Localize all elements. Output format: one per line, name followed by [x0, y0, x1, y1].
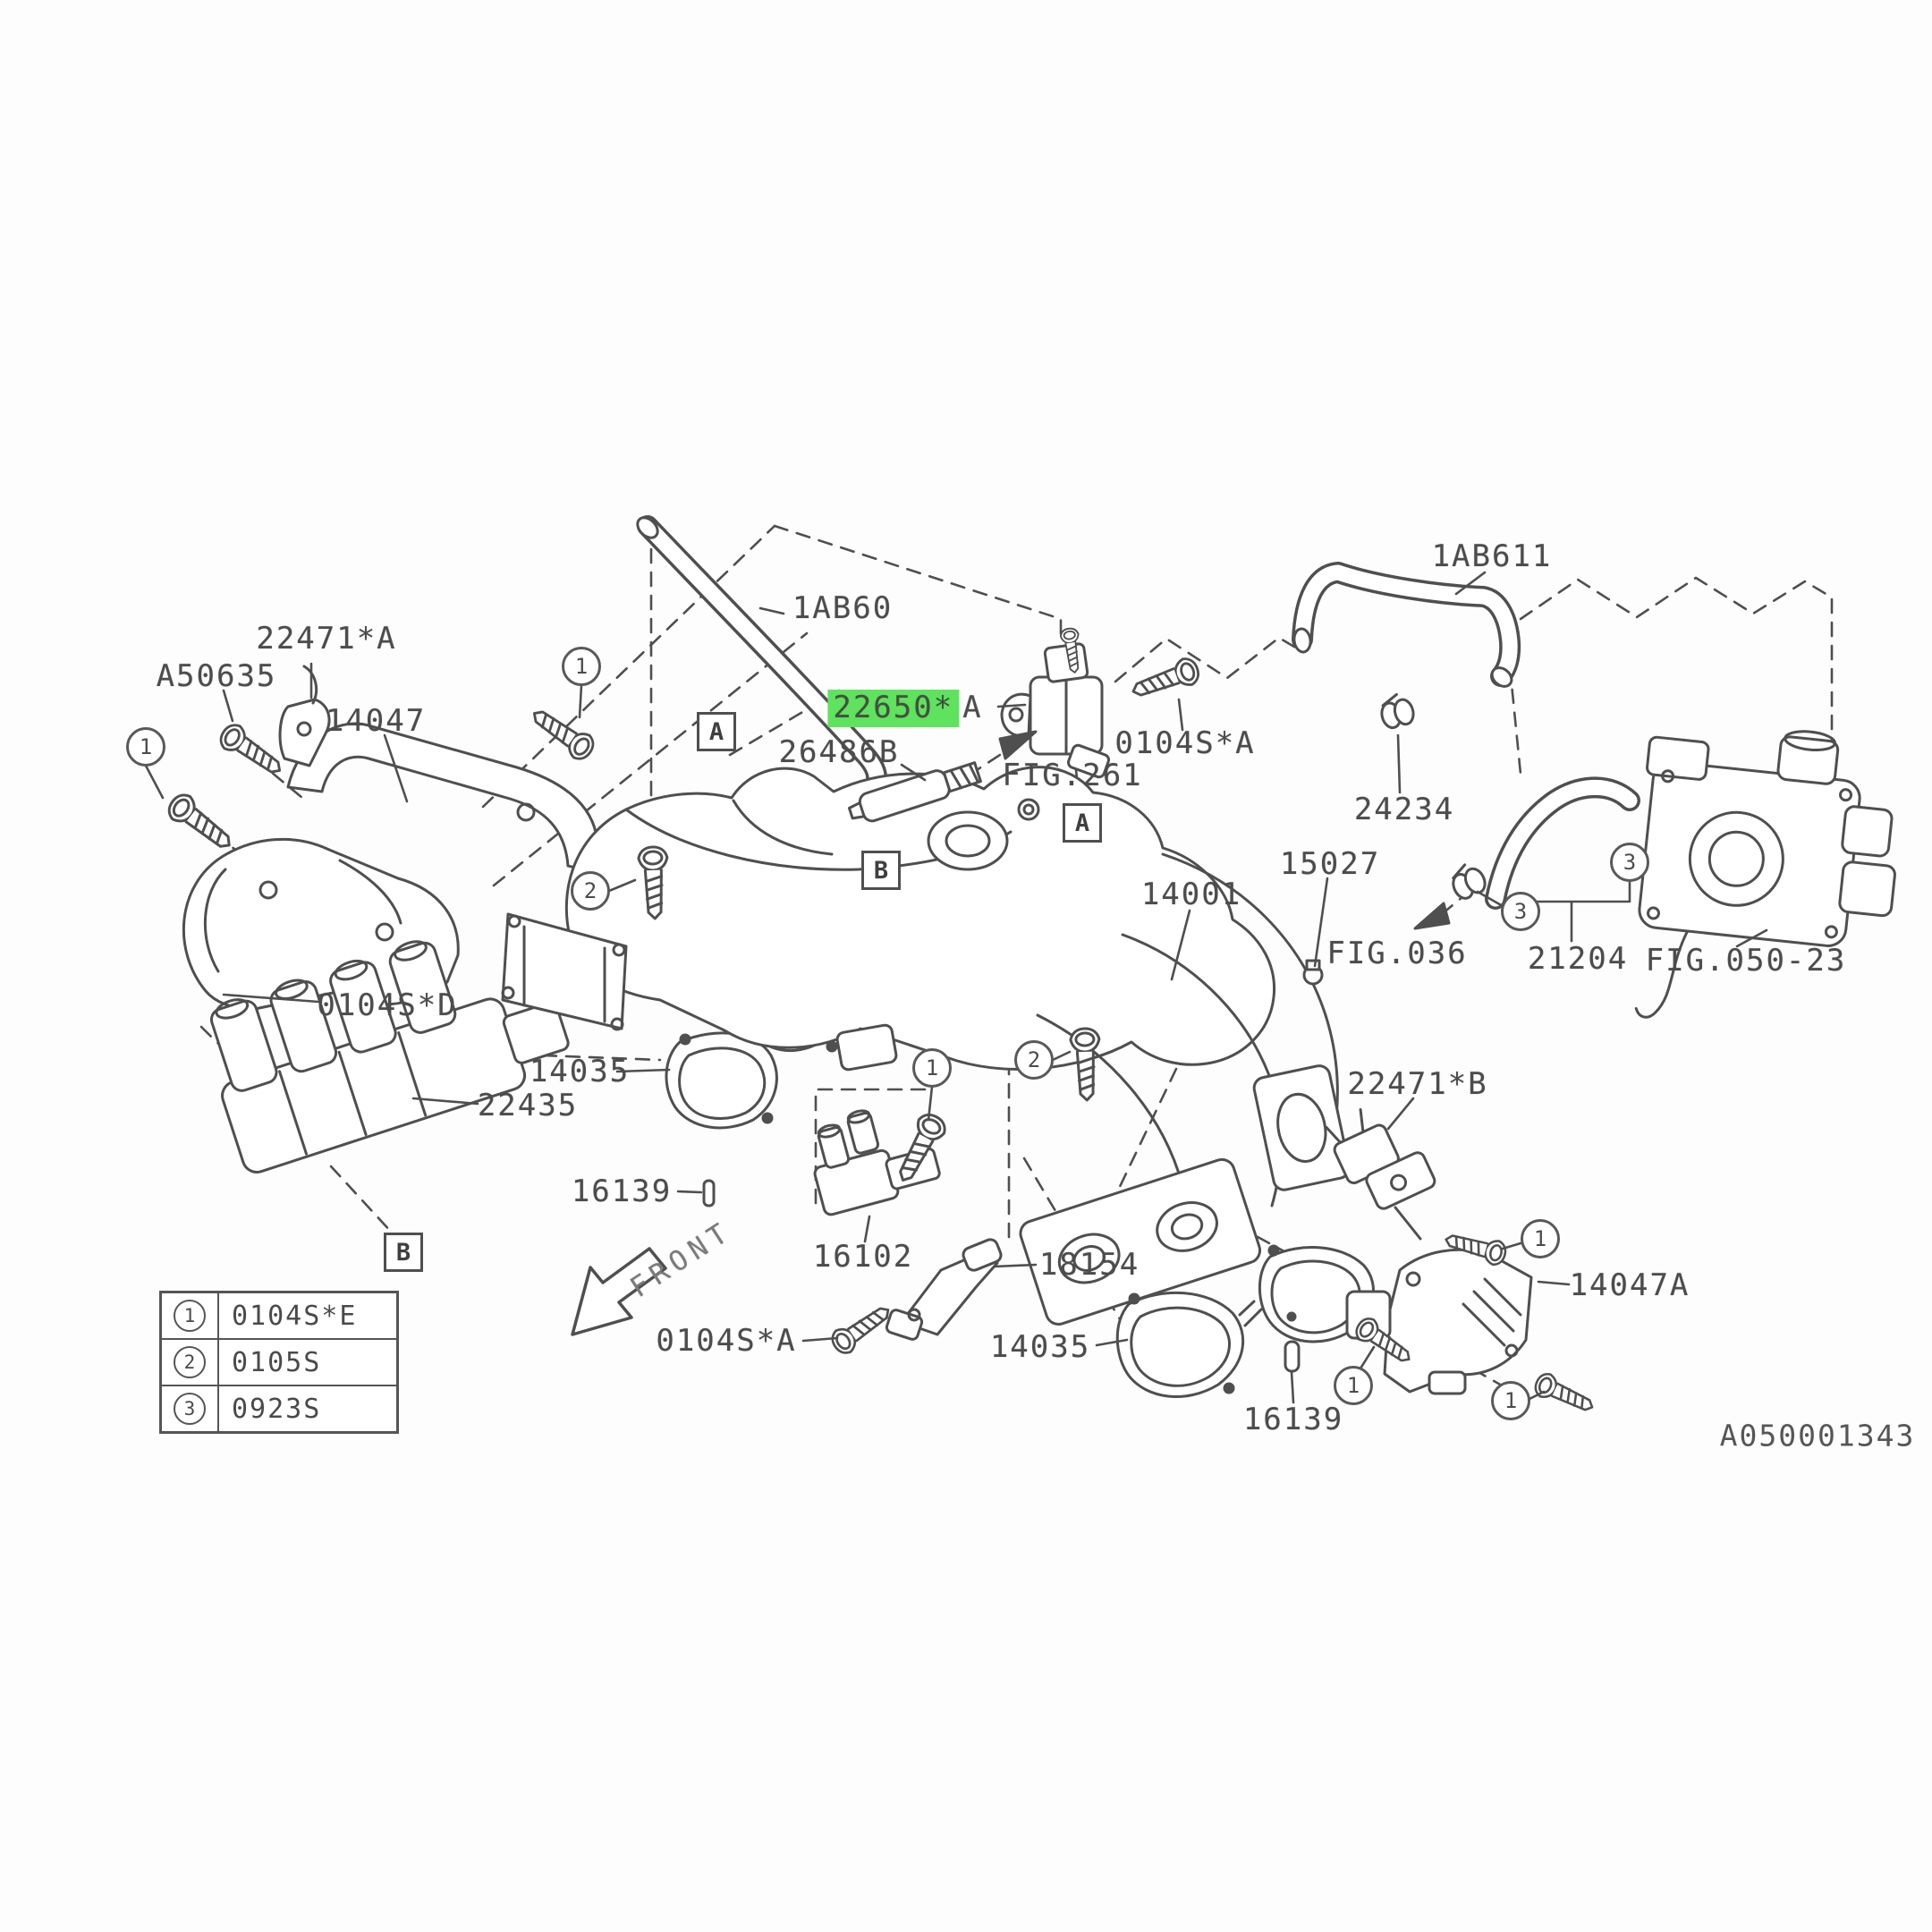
part-label-16139-24: 16139: [1242, 1402, 1344, 1437]
legend-symbol-2: 2: [174, 1346, 206, 1378]
stud-16139-left-drawing: [702, 1179, 716, 1208]
view-marker-b-2: B: [861, 851, 901, 890]
leader-lines: [144, 571, 1768, 1404]
callout-circle-1-0: 1: [126, 727, 165, 767]
callout-circle-2-7: 2: [1014, 1040, 1054, 1080]
legend-symbol-3: 3: [174, 1393, 206, 1425]
view-marker-a-0: A: [697, 712, 736, 751]
callout-circle-1-3: 1: [1334, 1366, 1373, 1405]
throttle-body-drawing: [1634, 730, 1896, 1019]
coil-22435-drawing: [209, 940, 570, 1174]
view-marker-b-3: B: [384, 1233, 423, 1272]
fig036-arrow-icon: [1413, 902, 1451, 930]
legend-row: 3 0923S: [162, 1385, 396, 1431]
legend-table: 1 0104S*E 2 0105S 3 0923S: [159, 1291, 399, 1434]
stay-18154-drawing: [885, 1238, 1003, 1341]
plug-15027-drawing: [1302, 959, 1324, 986]
valve-22650-drawing: [1000, 626, 1110, 779]
callout-circle-1-5: 1: [1521, 1219, 1560, 1258]
front-arrow-icon: [571, 1247, 667, 1336]
part-label-22471a-0: 22471*A: [256, 621, 397, 657]
part-label-22650-5: 22650*A: [827, 690, 983, 727]
part-label-14035-23: 14035: [989, 1329, 1091, 1365]
legend-symbol-1: 1: [174, 1300, 206, 1332]
part-label-16102-20: 16102: [812, 1239, 914, 1275]
part-label-a50635-1: A50635: [156, 658, 277, 694]
legend-code-1: 0104S*E: [232, 1300, 358, 1332]
part-label-1ab611-4: 1AB611: [1431, 538, 1553, 574]
intake-manifold-14001-drawing: [501, 766, 1351, 1326]
callout-circle-2-6: 2: [571, 871, 610, 911]
part-label-fig05023-14: FIG.050-23: [1645, 943, 1847, 979]
callout-circle-3-9: 3: [1610, 843, 1649, 882]
part-label-22471b-15: 22471*B: [1347, 1066, 1488, 1102]
callout-circle-1-2: 1: [912, 1048, 952, 1088]
legend-code-3: 0923S: [232, 1393, 322, 1425]
drawing-number: A050001343: [1719, 1418, 1916, 1453]
highlighted-part-suffix: A: [962, 690, 983, 725]
part-label-14035-17: 14035: [529, 1054, 631, 1089]
legend-row: 2 0105S: [162, 1338, 396, 1385]
bracket-22471b-drawing: [1325, 1107, 1436, 1241]
callout-circle-1-1: 1: [562, 647, 601, 686]
hose-1ab611-drawing: [1292, 562, 1521, 688]
part-label-22435-18: 22435: [477, 1088, 579, 1123]
part-label-18154-21: 18154: [1038, 1247, 1140, 1283]
part-label-14047-2: 14047: [325, 703, 427, 739]
callout-circle-1-4: 1: [1491, 1381, 1530, 1420]
part-label-14047a-25: 14047A: [1569, 1267, 1690, 1303]
fig261-arrow-icon: [998, 730, 1038, 760]
part-label-26486b-6: 26486B: [778, 734, 900, 770]
bracket-14047a-drawing: [1345, 1248, 1533, 1395]
part-label-0104sd-16: 0104S*D: [317, 987, 458, 1023]
hose-21204-drawing: [1485, 776, 1640, 910]
part-label-fig036-12: FIG.036: [1326, 936, 1468, 971]
part-label-0104sa-8: 0104S*A: [1114, 725, 1256, 761]
sensor-22471a-drawing: [278, 665, 331, 767]
sensor-26486b-drawing: [847, 761, 982, 823]
part-label-24234-9: 24234: [1353, 792, 1455, 827]
view-marker-a-1: A: [1063, 803, 1102, 843]
legend-row: 1 0104S*E: [162, 1293, 396, 1338]
callout-circle-3-8: 3: [1501, 892, 1540, 931]
part-label-15027-10: 15027: [1279, 846, 1381, 882]
part-label-14001-11: 14001: [1140, 877, 1242, 912]
part-label-fig261-7: FIG.261: [1002, 758, 1143, 793]
part-label-21204-13: 21204: [1527, 941, 1629, 977]
part-label-1ab60-3: 1AB60: [792, 590, 894, 626]
legend-code-2: 0105S: [232, 1346, 322, 1378]
part-label-16139-19: 16139: [571, 1174, 673, 1209]
clamp-24234-drawing: [1376, 690, 1418, 732]
highlighted-part-number: 22650*: [827, 690, 960, 727]
part-label-0104sa-22: 0104S*A: [656, 1323, 797, 1359]
